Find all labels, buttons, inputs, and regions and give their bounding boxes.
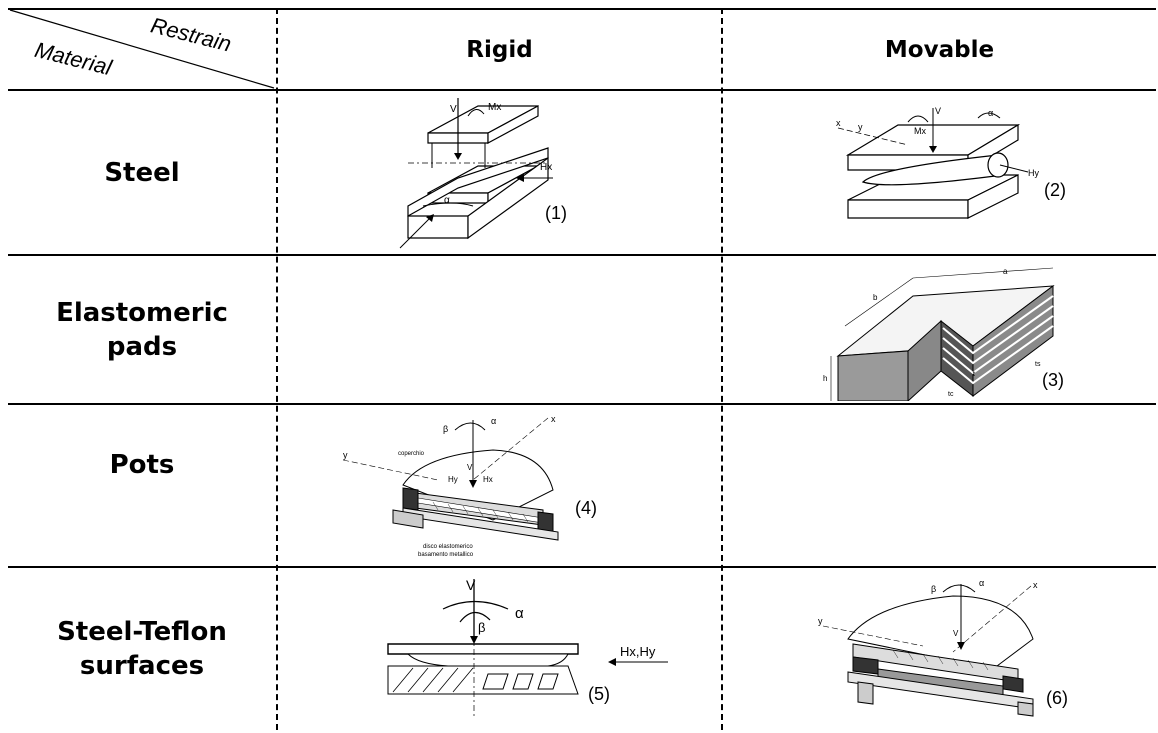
fig3-t: t (973, 371, 975, 378)
fig1-v: V (450, 104, 457, 115)
fig4-hy: Hy (448, 475, 458, 484)
figure-number-5: (5) (588, 684, 610, 704)
fig1-mx: Mx (488, 102, 501, 113)
fig5-hxhy: Hx,Hy (620, 644, 656, 659)
fig1-alpha: α (444, 195, 450, 206)
row-label-text: pads (106, 331, 178, 362)
fig5-beta: β (478, 620, 485, 635)
fig2-x: x (836, 118, 841, 128)
fig3-a: a (1003, 267, 1008, 276)
fig2-mx: Mx (914, 126, 926, 136)
fig4-hx: Hx (483, 475, 493, 484)
fig3-h: h (823, 374, 827, 383)
row-label-elastomeric-pads: Elastomeric pads (8, 256, 276, 403)
fig6-beta: β (931, 584, 936, 594)
fig4-cover-label: coperchio (398, 451, 425, 457)
fig1-hx: Hx (540, 162, 552, 173)
row-label-text: surfaces (79, 651, 205, 681)
row-divider (8, 89, 1156, 91)
fig4-beta: β (443, 424, 448, 434)
fig4-alpha: α (491, 416, 496, 426)
fig2-hy: Hy (1028, 168, 1039, 178)
figure-pots-rigid: β α x y V Hx Hy coperchio disco elastome… (343, 414, 559, 558)
column-header-rigid: Rigid (466, 36, 533, 63)
row-divider (8, 403, 1156, 405)
fig4-y: y (343, 450, 348, 460)
fig5-v: V (466, 577, 476, 593)
bearing-table: Restrain Material Rigid Movable Steel El… (8, 8, 1156, 730)
row-label-text: Pots (109, 450, 175, 480)
fig3-b: b (873, 293, 878, 302)
row-label-steel-teflon: Steel-Teflon surfaces (8, 568, 276, 730)
row-label-text: Steel-Teflon (57, 617, 227, 647)
fig1-hy: Hy (398, 252, 410, 253)
figure-steel-teflon-rigid: V α β Hx,Hy (387, 577, 668, 719)
fig4-base-label: basamento metallico (418, 552, 474, 558)
fig6-x: x (1033, 580, 1038, 590)
column-header-movable: Movable (884, 36, 995, 63)
row-label-text: Steel (104, 157, 180, 188)
figure-steel-rigid: V Mx Hx Hy α (398, 98, 553, 253)
row-label-pots: Pots (8, 405, 276, 525)
fig6-v: V (953, 629, 959, 638)
row-label-steel: Steel (8, 91, 276, 254)
figure-number-1: (1) (545, 203, 567, 223)
row-label-text: Elastomeric (56, 297, 228, 328)
figure-number-6: (6) (1046, 688, 1068, 708)
fig6-alpha: α (979, 578, 984, 588)
fig3-tc: tc (948, 391, 954, 398)
fig6-y: y (818, 616, 823, 626)
fig4-x: x (551, 414, 556, 424)
column-divider (721, 8, 723, 730)
fig2-alpha: α (988, 108, 993, 118)
fig4-disk-label: disco elastomerico (423, 544, 473, 550)
table-border-top (8, 8, 1156, 10)
figure-number-4: (4) (575, 498, 597, 518)
row-divider (8, 566, 1156, 568)
figure-elastomeric-movable: a b h t ts tc (823, 267, 1055, 401)
fig2-y: y (858, 122, 863, 132)
figure-number-2: (2) (1044, 180, 1066, 200)
row-divider (8, 254, 1156, 256)
fig5-alpha: α (515, 605, 524, 622)
header-diagonal (9, 9, 275, 89)
fig4-v: V (467, 463, 473, 472)
fig2-v: V (935, 106, 941, 116)
fig3-ts: ts (1035, 361, 1041, 368)
figure-number-3: (3) (1042, 370, 1064, 390)
figure-steel-teflon-movable: β α x y V (818, 578, 1038, 717)
column-divider (276, 8, 278, 730)
figure-steel-movable: x y V Mx α Hy (836, 106, 1039, 219)
